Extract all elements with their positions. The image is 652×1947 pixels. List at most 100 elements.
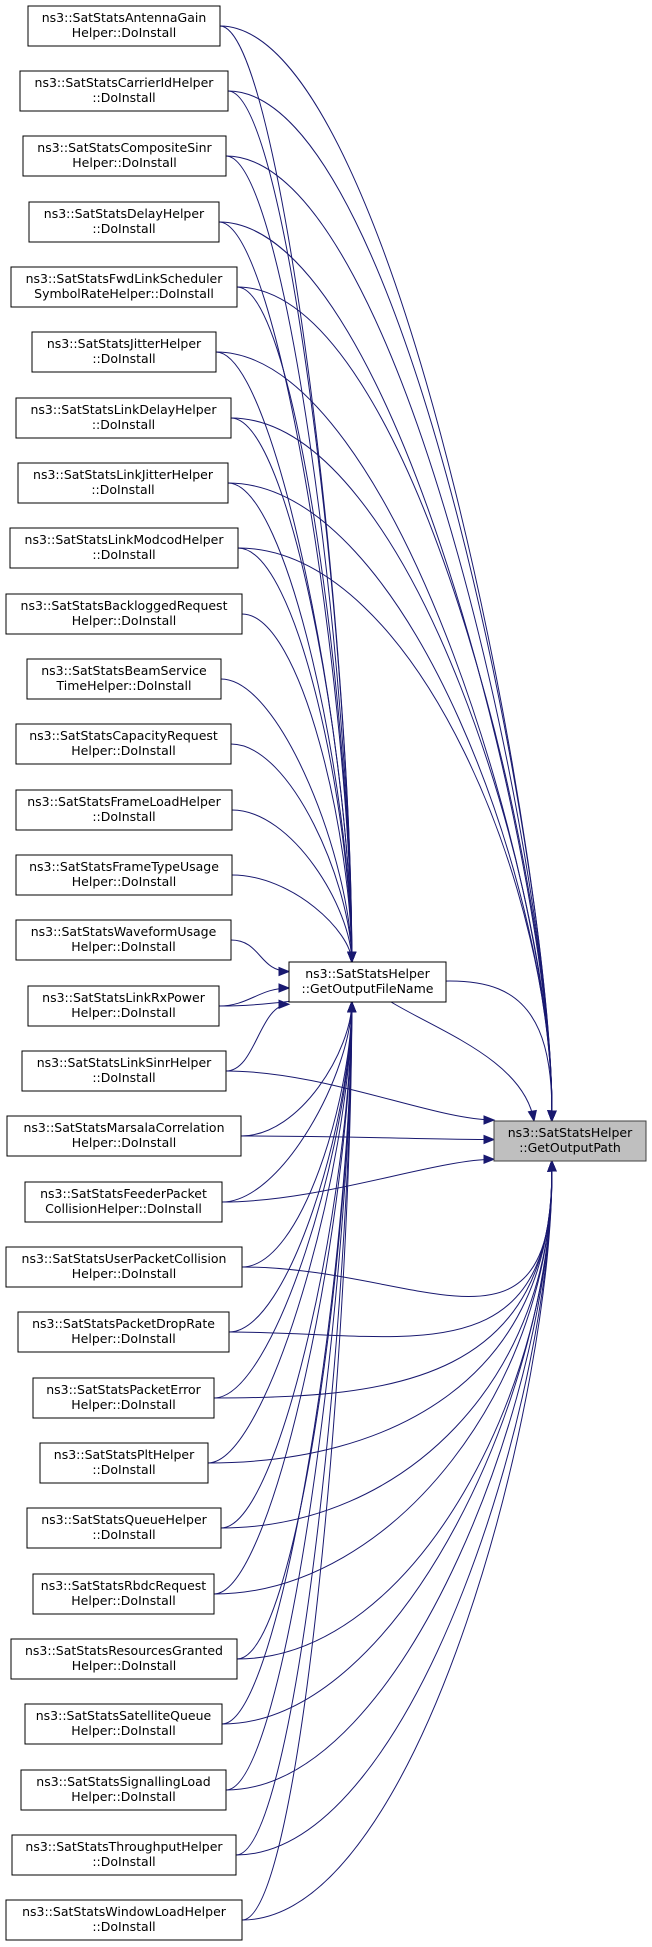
node-label-line: ns3::SatStatsSignallingLoad [36,1774,210,1789]
node-box [39,1442,209,1484]
graph-node-link-jitter[interactable]: ns3::SatStatsLinkJitterHelper::DoInstall [17,462,229,504]
call-edge-throughput-to-get_output_file_name [235,1000,357,1856]
node-label-line: Helper::DoInstall [72,613,176,628]
graph-node-queue[interactable]: ns3::SatStatsQueueHelper::DoInstall [26,1507,222,1549]
graph-node-plt[interactable]: ns3::SatStatsPltHelper::DoInstall [39,1442,209,1484]
graph-node-rbdc-request[interactable]: ns3::SatStatsRbdcRequestHelper::DoInstal… [32,1573,215,1615]
graph-node-marsala[interactable]: ns3::SatStatsMarsalaCorrelationHelper::D… [6,1115,242,1157]
node-box [24,1703,223,1745]
graph-node-jitter[interactable]: ns3::SatStatsJitterHelper::DoInstall [31,331,217,373]
node-box [19,70,229,112]
graph-node-packet-drop[interactable]: ns3::SatStatsPacketDropRateHelper::DoIns… [17,1311,230,1353]
graph-node-satellite-queue[interactable]: ns3::SatStatsSatelliteQueueHelper::DoIns… [24,1703,223,1745]
graph-node-user-packet[interactable]: ns3::SatStatsUserPacketCollisionHelper::… [5,1246,243,1288]
node-label-line: ::DoInstall [91,482,154,497]
edge-layer [207,25,557,1921]
node-label-line: ns3::SatStatsPacketError [46,1382,201,1397]
graph-node-get-output-file-name[interactable]: ns3::SatStatsHelper::GetOutputFileName [288,961,447,1003]
node-label-line: ns3::SatStatsFwdLinkScheduler [26,271,224,286]
node-label-line: Helper::DoInstall [71,1723,175,1738]
node-box [27,5,221,47]
graph-node-antenna-gain[interactable]: ns3::SatStatsAntennaGainHelper::DoInstal… [27,5,221,47]
node-label-line: Helper::DoInstall [71,939,175,954]
node-label-line: ns3::SatStatsCompositeSinr [37,140,212,155]
call-edge-composite_sinr-to-get_output_file_name [225,155,357,964]
node-label-line: ns3::SatStatsLinkModcodHelper [25,532,225,547]
node-box [26,1507,222,1549]
node-label-line: Helper::DoInstall [71,1789,175,1804]
node-label-line: TimeHelper::DoInstall [55,678,191,693]
node-label-line: Helper::DoInstall [72,1658,176,1673]
node-box [22,135,227,177]
graph-node-throughput[interactable]: ns3::SatStatsThroughputHelper::DoInstall [11,1834,237,1876]
graph-node-fwd-link-scheduler[interactable]: ns3::SatStatsFwdLinkSchedulerSymbolRateH… [10,266,238,308]
graph-node-link-sinr[interactable]: ns3::SatStatsLinkSinrHelper::DoInstall [21,1050,227,1092]
node-box [288,961,447,1003]
node-label-line: ns3::SatStatsQueueHelper [41,1512,207,1527]
call-edge-frame_type_usage-to-get_output_file_name [231,874,357,964]
node-label-line: ns3::SatStatsWaveformUsage [31,924,217,939]
graph-node-feeder-packet[interactable]: ns3::SatStatsFeederPacketCollisionHelper… [24,1181,223,1223]
graph-node-delay[interactable]: ns3::SatStatsDelayHelper::DoInstall [28,201,220,243]
call-edge-link_modcod-to-get_output_file_name [237,547,357,964]
node-label-line: ns3::SatStatsHelper [305,966,430,981]
node-label-line: ns3::SatStatsResourcesGranted [25,1643,223,1658]
node-label-line: ns3::SatStatsBeamService [41,663,207,678]
call-edge-marsala-to-get_output_path [240,1134,496,1145]
node-label-line: Helper::DoInstall [71,1331,175,1346]
call-edge-feeder_packet-to-get_output_path [221,1154,496,1203]
graph-node-link-delay[interactable]: ns3::SatStatsLinkDelayHelper::DoInstall [15,397,232,439]
node-box [27,985,220,1027]
node-box [15,854,233,896]
graph-node-resources-granted[interactable]: ns3::SatStatsResourcesGrantedHelper::DoI… [10,1638,238,1680]
call-edge-link_jitter-to-get_output_file_name [227,482,357,964]
call-edge-feeder_packet-to-get_output_file_name [221,1000,357,1203]
graph-node-beam-service[interactable]: ns3::SatStatsBeamServiceTimeHelper::DoIn… [26,658,222,700]
node-label-line: ns3::SatStatsJitterHelper [47,336,202,351]
graph-node-waveform-usage[interactable]: ns3::SatStatsWaveformUsageHelper::DoInst… [15,919,232,961]
graph-node-link-modcod[interactable]: ns3::SatStatsLinkModcodHelper::DoInstall [9,527,239,569]
node-box [32,1573,215,1615]
graph-node-capacity-request[interactable]: ns3::SatStatsCapacityRequestHelper::DoIn… [15,723,232,765]
node-box [493,1120,647,1162]
node-label-line: ns3::SatStatsLinkJitterHelper [33,467,214,482]
node-box [10,1638,238,1680]
graph-node-frame-load[interactable]: ns3::SatStatsFrameLoadHelper::DoInstall [15,789,233,831]
node-box [15,723,232,765]
call-edge-link_sinr-to-get_output_file_name [225,999,291,1072]
node-label-line: SymbolRateHelper::DoInstall [34,286,214,301]
node-box [6,1115,242,1157]
node-label-line: CollisionHelper::DoInstall [45,1201,202,1216]
arrowhead-icon [547,1159,557,1172]
arrowhead-icon [278,966,291,977]
graph-node-backlogged-request[interactable]: ns3::SatStatsBackloggedRequestHelper::Do… [5,593,243,635]
graph-node-frame-type-usage[interactable]: ns3::SatStatsFrameTypeUsageHelper::DoIns… [15,854,233,896]
graph-node-signalling-load[interactable]: ns3::SatStatsSignallingLoadHelper::DoIns… [20,1769,227,1811]
call-edge-get_output_file_name-to-get_output_path [390,1001,537,1123]
graph-node-packet-error[interactable]: ns3::SatStatsPacketErrorHelper::DoInstal… [32,1377,215,1419]
node-box [5,593,243,635]
call-edge-jitter-to-get_output_path [215,351,557,1123]
node-box [9,527,239,569]
node-box [20,1769,227,1811]
graph-node-carrier-id[interactable]: ns3::SatStatsCarrierIdHelper::DoInstall [19,70,229,112]
node-label-line: ::GetOutputPath [519,1140,621,1155]
node-label-line: ns3::SatStatsPacketDropRate [32,1316,215,1331]
graph-node-link-rx-power[interactable]: ns3::SatStatsLinkRxPowerHelper::DoInstal… [27,985,220,1027]
node-label-line: ns3::SatStatsThroughputHelper [25,1839,223,1854]
node-label-line: ns3::SatStatsFrameTypeUsage [29,859,219,874]
graph-node-window-load[interactable]: ns3::SatStatsWindowLoadHelper::DoInstall [5,1899,243,1941]
node-label-line: ::DoInstall [92,351,155,366]
node-label-line: Helper::DoInstall [72,1135,176,1150]
call-edge-link_jitter-to-get_output_path [227,482,557,1123]
call-edge-user_packet-to-get_output_path [241,1159,557,1297]
call-edge-delay-to-get_output_file_name [218,221,357,964]
arrowhead-icon [347,1000,357,1013]
arrowhead-icon [347,951,357,964]
graph-node-composite-sinr[interactable]: ns3::SatStatsCompositeSinrHelper::DoInst… [22,135,227,177]
node-box [15,789,233,831]
arrowhead-icon [278,983,291,993]
call-edge-rbdc_request-to-get_output_file_name [213,1000,357,1595]
call-edge-frame_load-to-get_output_file_name [231,809,357,964]
node-label-line: ::DoInstall [92,809,155,824]
